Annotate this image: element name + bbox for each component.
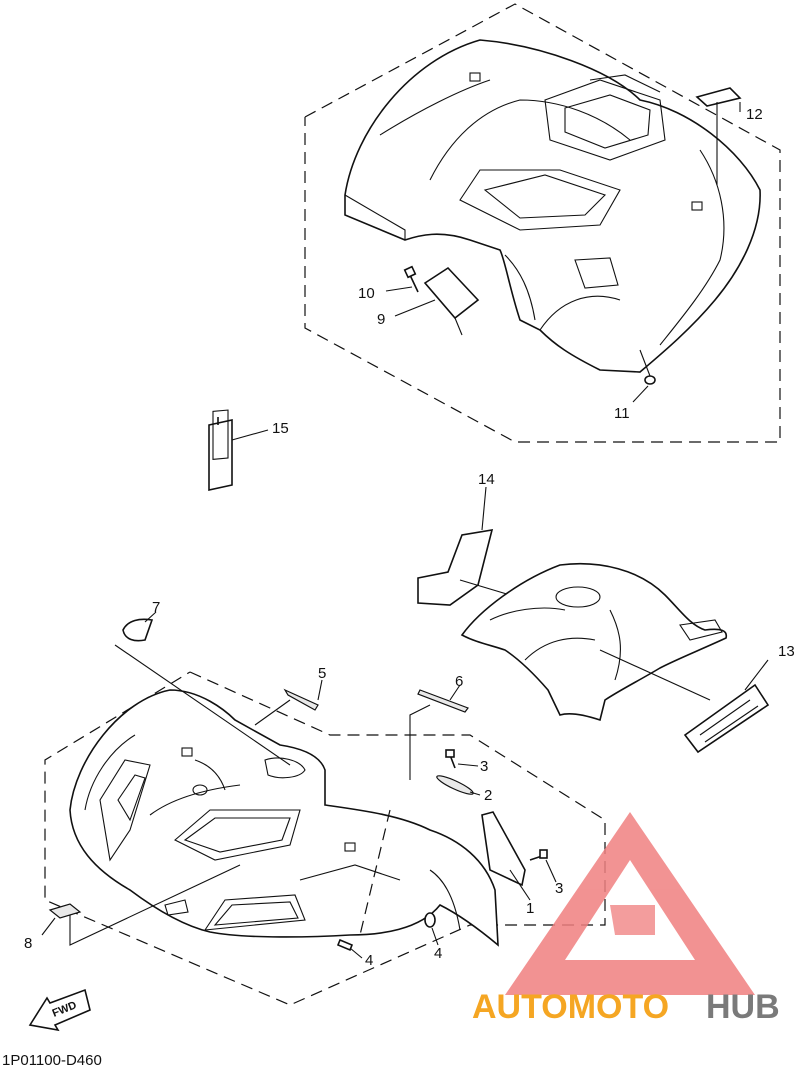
part-3-screw-upper [445,749,456,769]
callout-14: 14 [478,471,495,488]
part-4-clip-left [336,938,354,952]
tank-cover [460,562,728,722]
callout-8: 8 [24,935,32,952]
part-10-bolt [403,265,419,293]
callout-4b: 4 [434,945,442,962]
part-12-label [695,87,742,107]
callout-3b: 3 [555,880,563,897]
part-8-label [48,903,82,919]
callout-6: 6 [455,673,463,690]
part-14-tank-label [417,529,494,606]
part-7-emblem [122,618,154,642]
callout-11: 11 [614,405,630,422]
part-2-seal [436,775,474,795]
watermark-text-automoto: AUTOMOTO [472,988,669,1026]
rear-right-emblem-mark [691,201,703,211]
fwd-arrow-icon: FWD [28,988,91,1032]
rear-fender [344,39,761,373]
callout-13: 13 [778,643,795,660]
front-to-tank-leader [359,809,391,936]
part-9-cover-plate [423,266,480,320]
part-6-decal [417,689,469,713]
front-center-emblem-mark [344,842,356,852]
part-1-side-panel [481,811,526,887]
part-15-caution-label [208,409,233,491]
rear-group-boundary [304,3,781,443]
watermark-triangle-icon [505,812,755,995]
callout-10: 10 [358,285,375,302]
front-fender [69,689,499,947]
diagram-code: 1P01100-D460 [2,1052,102,1068]
watermark-text-hub: HUB [706,988,780,1026]
callout-9: 9 [377,311,385,328]
part-13-side-decal [683,683,770,754]
callout-7: 7 [152,599,160,616]
callout-2: 2 [484,787,492,804]
callout-12: 12 [746,106,763,123]
part-11-grommet [644,375,656,385]
callout-5: 5 [318,665,326,682]
front-emblem-mark [181,747,193,757]
callout-1: 1 [526,900,534,917]
part-4-clip-right [424,912,436,928]
watermark-logo [505,812,755,995]
callout-15: 15 [272,420,289,437]
part-3-screw-lower [529,849,548,861]
rear-left-emblem-mark [469,72,481,82]
callout-3a: 3 [480,758,488,775]
callout-4a: 4 [365,952,373,969]
part-5-decal [283,688,319,711]
front-group-boundary [44,671,606,1006]
